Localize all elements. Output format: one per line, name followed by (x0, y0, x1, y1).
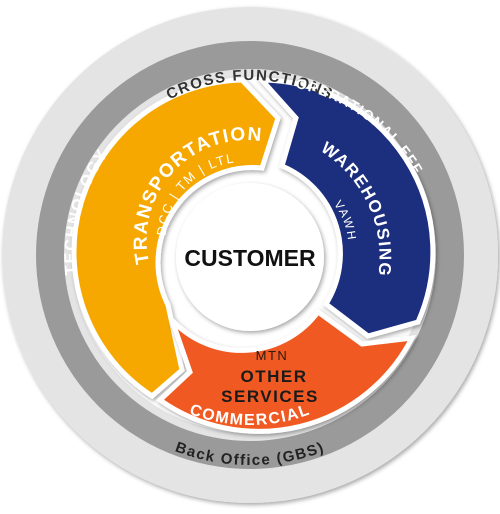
customer-label: CUSTOMER (184, 245, 316, 271)
other-services-subtitle: MTN (256, 348, 289, 363)
transportation-segment[interactable] (71, 77, 281, 400)
warehousing-segment[interactable] (256, 77, 436, 339)
customer-hub[interactable] (176, 183, 324, 331)
other-services-title-line1: OTHER (241, 367, 308, 386)
other-services-title-line2: SERVICES (221, 387, 319, 406)
other-services-segment[interactable] (156, 308, 417, 434)
